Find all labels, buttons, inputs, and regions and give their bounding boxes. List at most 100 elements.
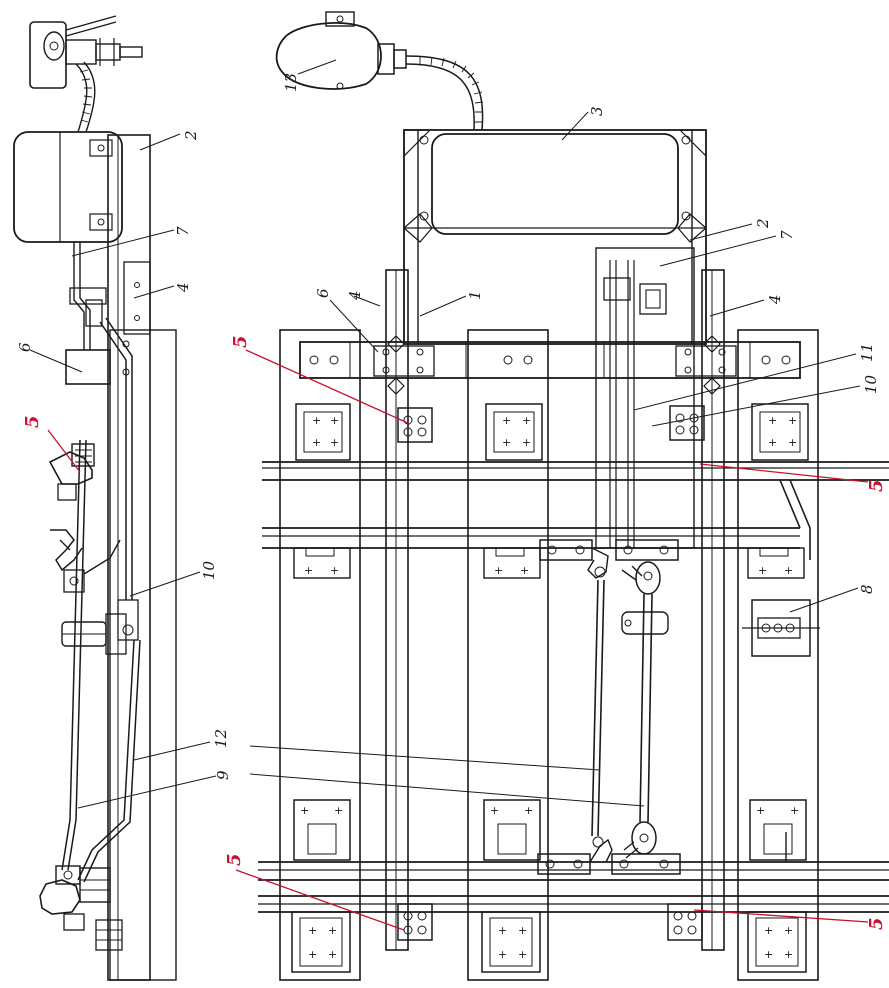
callout-13: 13 (282, 73, 300, 92)
side-point-rail-closure (50, 529, 121, 593)
side-connecting-bracket (65, 349, 111, 385)
svg-text:+: + (788, 436, 797, 449)
callout-4-right: 4 (766, 294, 784, 305)
callout-6: 6 (314, 288, 332, 298)
svg-text:+: + (312, 436, 321, 449)
svg-text:+: + (764, 948, 773, 961)
callout-12: 12 (212, 729, 230, 748)
svg-text:+: + (502, 436, 511, 449)
tie-plate: ++ ++ (295, 403, 351, 461)
svg-text:+: + (308, 948, 317, 961)
side-rod-9 (61, 439, 81, 871)
side-rail-lower (39, 865, 123, 951)
sleepers (279, 329, 819, 981)
svg-text:+: + (790, 804, 799, 817)
callout-4-left: 4 (346, 290, 364, 301)
insulation-block (397, 903, 433, 941)
svg-text:+: + (330, 414, 339, 427)
callout-7-side: 7 (174, 226, 192, 236)
tie-plate: + + + + (291, 911, 351, 973)
side-switch-machine-body (13, 131, 123, 243)
svg-text:+: + (494, 564, 503, 577)
side-action-rod (73, 242, 85, 350)
callout-6-side: 6 (16, 342, 34, 352)
svg-text:+: + (328, 948, 337, 961)
red-leaders (47, 349, 869, 931)
base-frame (403, 129, 707, 345)
sleeper (467, 329, 549, 981)
svg-text:+: + (784, 924, 793, 937)
side-terminal-box (29, 15, 143, 89)
insulation-block (669, 405, 705, 441)
svg-text:+: + (524, 804, 533, 817)
svg-text:+: + (312, 414, 321, 427)
callout-5-upper-right: 5 (866, 479, 887, 492)
svg-text:+: + (308, 924, 317, 937)
tie-plate: ++ (293, 799, 351, 861)
tie-plates: ++ ++ ++ ++ ++ ++ ++ (291, 403, 809, 973)
tie-plate: ++ (747, 547, 805, 579)
callout-2-side: 2 (182, 130, 200, 141)
tie-plate: ++ (483, 547, 541, 579)
flexible-conduit (405, 55, 484, 131)
svg-text:+: + (328, 924, 337, 937)
tie-plate: + + + + (751, 403, 809, 461)
tie-plate: ++ (749, 799, 807, 861)
callout-5-lower-left: 5 (224, 853, 245, 866)
callout-5-side: 5 (22, 415, 43, 428)
tie-plate: + + + + (747, 911, 807, 973)
switch-machine-body (431, 133, 679, 235)
rail-upper (262, 461, 889, 560)
svg-text:+: + (490, 804, 499, 817)
callout-5-lower-right: 5 (866, 917, 887, 930)
svg-text:+: + (304, 564, 313, 577)
svg-text:+: + (784, 948, 793, 961)
svg-text:+: + (520, 564, 529, 577)
plan-view: ++ ++ ++ ++ ++ ++ ++ (258, 11, 889, 981)
long-angle-steels (385, 269, 725, 951)
side-steel-plate (123, 261, 151, 335)
tie-rod-9 (621, 593, 669, 823)
leaders (29, 59, 861, 809)
svg-text:+: + (768, 414, 777, 427)
closure-device-lower (537, 821, 681, 875)
tie-plate: ++ (483, 799, 541, 861)
side-flexible-conduit (75, 63, 88, 133)
callout-1: 1 (466, 290, 484, 300)
side-rail-upper (48, 443, 95, 501)
side-lower-steel (109, 329, 177, 981)
svg-text:+: + (764, 924, 773, 937)
svg-text:+: + (518, 924, 527, 937)
callout-4-side: 4 (174, 282, 192, 293)
svg-text:+: + (498, 948, 507, 961)
svg-text:+: + (334, 804, 343, 817)
indication-rod-12 (591, 579, 605, 837)
callout-7: 7 (778, 230, 796, 240)
svg-text:+: + (330, 564, 339, 577)
callout-5-upper-left: 5 (230, 335, 251, 348)
rods-upper (595, 247, 695, 549)
svg-text:+: + (758, 564, 767, 577)
svg-text:+: + (498, 924, 507, 937)
callout-9: 9 (214, 770, 232, 780)
insulation-block (667, 903, 703, 941)
svg-text:+: + (522, 436, 531, 449)
sleeper (737, 329, 819, 981)
svg-text:+: + (756, 804, 765, 817)
callout-11: 11 (858, 343, 876, 362)
svg-text:+: + (522, 414, 531, 427)
svg-text:+: + (768, 436, 777, 449)
tie-plate: ++ ++ (481, 911, 541, 973)
tie-plate: ++ ++ (485, 403, 543, 461)
gauge-tie-8 (742, 599, 820, 657)
tie-plate: ++ (293, 547, 351, 579)
connecting-plates (299, 335, 801, 395)
insulation-block (397, 407, 433, 443)
side-elevation-view (13, 15, 177, 981)
sleeper (279, 329, 361, 981)
callouts: 2 7 4 6 5 10 12 9 13 3 2 7 4 6 1 4 11 10… (16, 73, 887, 930)
svg-text:+: + (784, 564, 793, 577)
svg-text:+: + (788, 414, 797, 427)
side-rod-clamp (61, 613, 127, 655)
side-rod-12 (77, 639, 135, 881)
